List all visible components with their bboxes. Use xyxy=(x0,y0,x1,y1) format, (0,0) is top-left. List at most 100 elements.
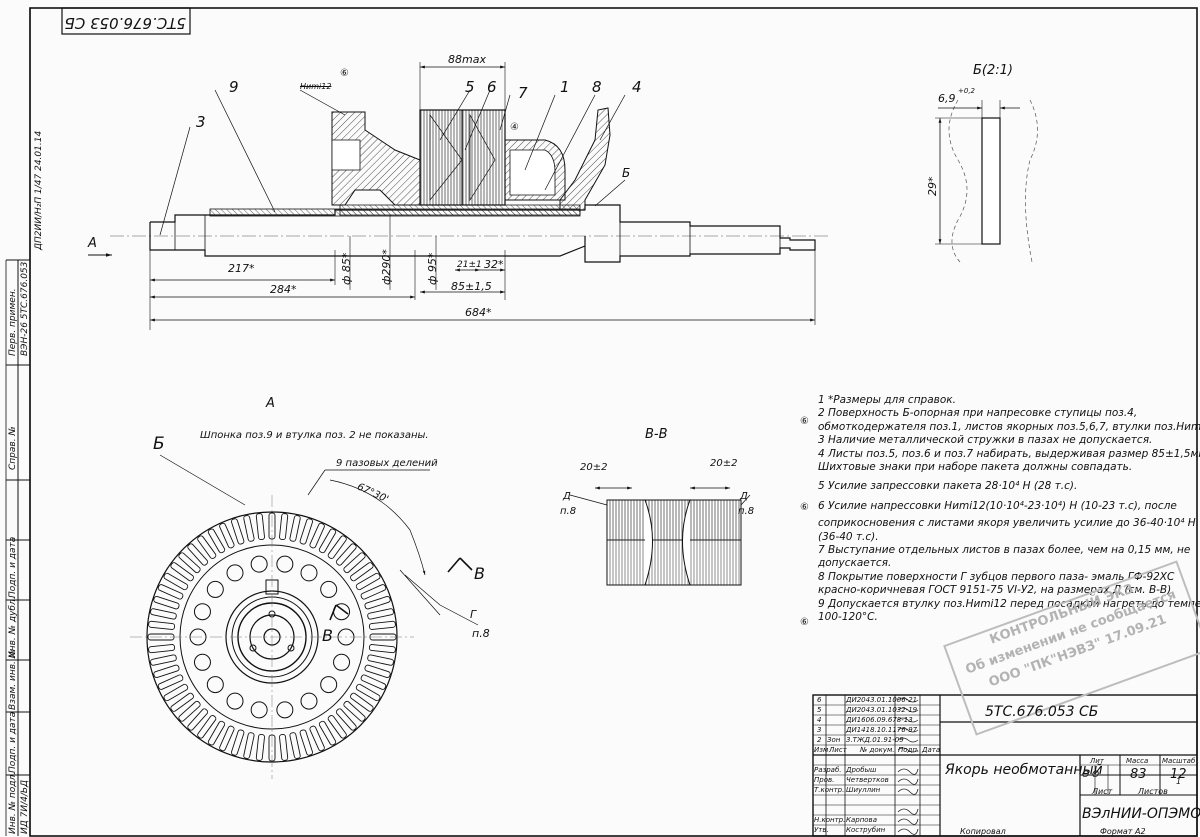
armature-slot xyxy=(207,528,226,554)
label-d-left: Д xyxy=(563,491,571,502)
strip-ref-no: Справ. № xyxy=(8,426,18,470)
circled-6: ⑥ xyxy=(340,68,349,79)
armature-slot xyxy=(150,654,177,666)
tb-role: Т.контр. xyxy=(814,786,845,794)
armature-slot xyxy=(150,608,177,620)
armature-slot xyxy=(318,528,337,554)
dim-85-15: 85±1,5 xyxy=(451,280,492,293)
armature-slot xyxy=(309,522,325,549)
armature-slot xyxy=(163,683,189,702)
ventilation-hole xyxy=(276,555,294,573)
strip-replace-inv: Взам. инв. № xyxy=(8,648,18,710)
armature-slot xyxy=(367,608,394,620)
label-p8-left: п.8 xyxy=(560,506,577,517)
view-vv-label: В-В xyxy=(645,427,668,442)
armature-slot xyxy=(170,692,194,712)
tb-person: Шиуллин xyxy=(846,786,881,794)
note-line: Шихтовые знаки при наборе пакета должны … xyxy=(818,461,1133,474)
armature-slot xyxy=(309,725,325,752)
dim-6-9-tol: +0,2 xyxy=(958,87,975,95)
dim-88max: 88max xyxy=(448,53,486,66)
ventilation-hole xyxy=(193,653,211,671)
tb-change-doc: ДИ2043.01.1032-19 xyxy=(846,706,918,714)
armature-slot xyxy=(350,692,374,712)
callout-b: Б xyxy=(622,166,631,180)
tb-format: Формат А2 xyxy=(1100,827,1146,836)
armature-slot xyxy=(368,620,396,630)
ventilation-hole xyxy=(250,555,268,573)
armature-slot xyxy=(170,562,194,582)
tb-person: Четвертков xyxy=(846,776,889,784)
tb-scale: 12 xyxy=(1170,767,1187,782)
armature-slot xyxy=(148,644,176,654)
callout-9: 9 xyxy=(229,78,239,96)
title-name: Якорь необмотанный xyxy=(945,762,1103,778)
note-line: 5 Усилие запрессовки пакета 28·10⁴ Н (28… xyxy=(818,480,1078,493)
note-line: 100-120°С. xyxy=(818,611,878,624)
armature-slot xyxy=(231,729,245,756)
armature-slot xyxy=(327,535,347,559)
circled-6-note2: ⑥ xyxy=(800,416,809,427)
letter-v-2: В xyxy=(322,626,333,645)
label-p8-right: п.8 xyxy=(738,506,755,517)
armature-slot xyxy=(157,584,184,600)
tb-role: Утв. xyxy=(814,826,829,834)
armature-slot xyxy=(153,664,180,678)
dim-d85: ф 85* xyxy=(340,252,353,285)
armature-slot xyxy=(367,654,394,666)
armature-slot xyxy=(368,644,396,654)
armature-slot xyxy=(343,700,366,722)
ventilation-hole xyxy=(320,580,338,598)
signatures xyxy=(897,697,919,835)
title-org: ВЭлНИИ-ОПЭМО xyxy=(1082,806,1200,822)
armature-slot xyxy=(255,733,265,761)
ventilation-hole xyxy=(206,676,224,694)
armature-slot xyxy=(335,543,357,566)
tb-col-izm: Изм xyxy=(814,746,829,754)
note-line: 6 Усилие напрессовки Ниmi12(10·10⁴-23·10… xyxy=(818,499,1177,512)
dim-217: 217* xyxy=(228,262,255,275)
armature-slot xyxy=(299,729,313,756)
tb-col-sign: Подп. xyxy=(898,746,920,754)
armature-slot xyxy=(243,732,255,759)
armature-slot xyxy=(219,522,235,549)
tb-change-num: 2 xyxy=(817,736,822,744)
armature-slot xyxy=(187,543,209,566)
tb-sheets: 1 xyxy=(1176,777,1182,786)
doc-code-rotated: 5ТС.676.053 СБ xyxy=(64,14,186,32)
dim-20a: 20±2 xyxy=(580,462,608,473)
armature-slot xyxy=(163,572,189,591)
tb-role: Разраб. xyxy=(814,766,842,774)
armature-slot xyxy=(187,708,209,731)
tb-person: Дробыш xyxy=(846,766,877,774)
note-line: допускается. xyxy=(818,557,892,570)
tb-change-num: 6 xyxy=(817,696,822,704)
armature-slot xyxy=(355,572,381,591)
note-line: (36-40 т.с). xyxy=(818,530,879,543)
ventilation-hole xyxy=(193,603,211,621)
armature-slot xyxy=(360,674,387,690)
tb-change-doc: ДИ1418.10.1176-97 xyxy=(846,726,918,734)
view-a-label: А xyxy=(266,396,275,411)
tb-change-doc: ДИ1606.09.678-13 xyxy=(846,716,913,724)
armature-slot xyxy=(343,552,366,574)
callout-4: 4 xyxy=(632,78,642,96)
note-line: 9 Допускается втулку поз.Ниmi12 перед по… xyxy=(818,597,1200,610)
ventilation-hole xyxy=(226,564,244,582)
armature-slot xyxy=(153,596,180,610)
arrow-a-label: А xyxy=(88,236,97,251)
strip-handwritten-1: ДП2ИИ/Н₂П 1/47 24.01.14 xyxy=(34,130,44,250)
technical-requirements: 1 *Размеры для справок. 2 Поверхность Б-… xyxy=(818,394,1200,625)
armature-slot xyxy=(178,700,201,722)
dim-684: 684* xyxy=(465,306,492,319)
tb-col-doc: № докум. xyxy=(860,746,895,754)
dim-284: 284* xyxy=(270,283,297,296)
ventilation-hole xyxy=(300,692,318,710)
circled-6-note9: ⑥ xyxy=(800,617,809,628)
armature-slot xyxy=(289,732,301,759)
tb-person: Кострубин xyxy=(846,826,886,834)
callout-1: 1 xyxy=(560,78,570,96)
armature-slot xyxy=(355,683,381,702)
